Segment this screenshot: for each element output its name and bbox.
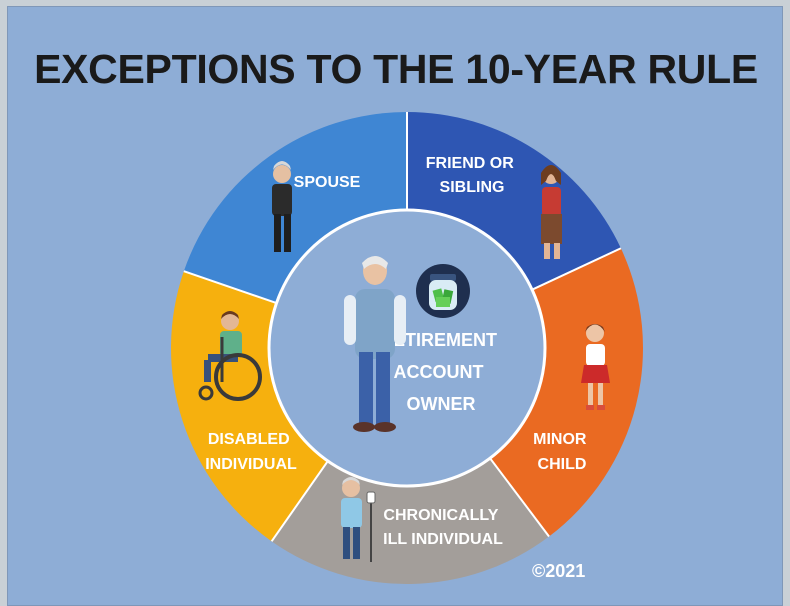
segment-minor-child [490,248,643,537]
segment-dividers [183,112,622,542]
label-minor-child: MINOR CHILD [533,431,591,473]
inner-circle [267,208,547,488]
segment-divider [270,460,329,542]
infographic-frame: EXCEPTIONS TO THE 10-YEAR RULE SPOUSE FR… [7,6,783,606]
label-spouse: SPOUSE [294,174,361,191]
label-disabled-individual: DISABLED INDIVIDUAL [205,431,297,473]
elderly-man-icon [344,256,406,432]
copyright-text: ©2021 [532,561,586,581]
exceptions-wheel: SPOUSE FRIEND OR SIBLING MINOR CHILD CHR… [170,112,643,584]
young-woman-icon [541,165,562,259]
label-chronically-ill-individual: CHRONICALLY ILL INDIVIDUAL [383,507,503,548]
segment-divider [183,270,277,305]
label-friend-or-sibling: FRIEND OR SIBLING [426,155,518,196]
man-with-iv-icon [341,477,376,562]
center-label: RETIREMENT ACCOUNT OWNER [380,330,502,414]
elderly-woman-icon [272,161,292,252]
man-in-wheelchair-icon [198,311,262,401]
segment-divider [531,247,622,291]
segment-friend-or-sibling [407,112,621,290]
segment-disabled-individual [170,271,328,542]
girl-icon [581,324,610,410]
segment-chronically-ill-individual [271,458,550,584]
money-jar-icon [416,264,470,318]
segment-spouse [183,112,407,304]
page-title: EXCEPTIONS TO THE 10-YEAR RULE [34,46,758,92]
segment-divider [489,457,550,538]
